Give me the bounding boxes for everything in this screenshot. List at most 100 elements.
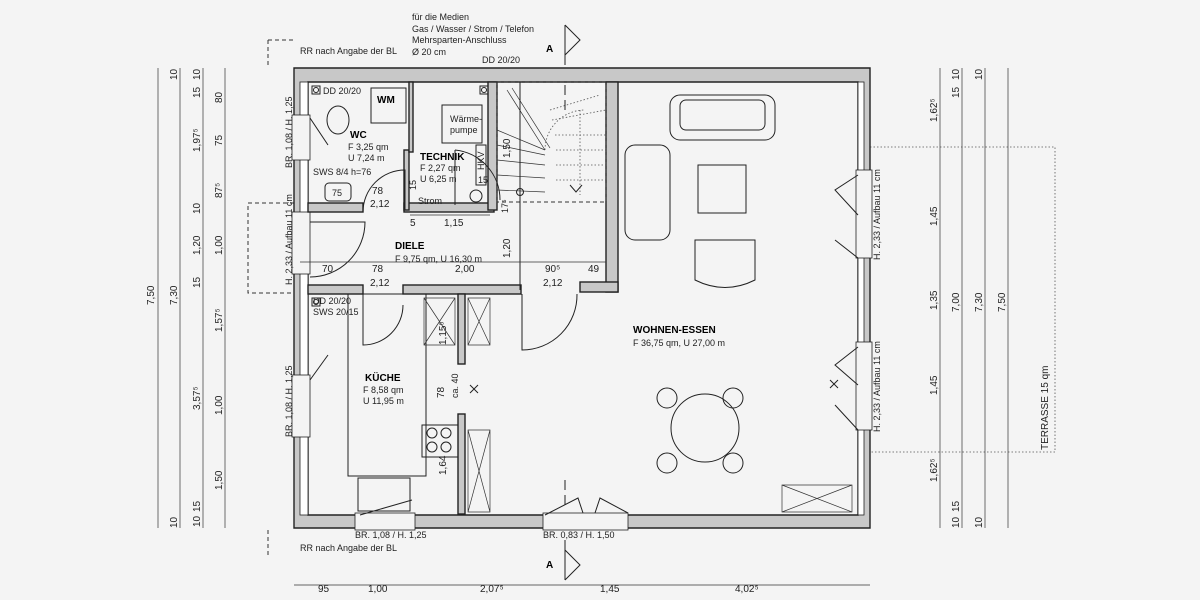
terrace-outline (870, 146, 1056, 453)
label-hp2: pumpe (450, 125, 478, 135)
label-section-bottom: A (546, 560, 553, 571)
label-win-bottom-mid: BR. 0,83 / H. 1,50 (543, 530, 615, 540)
label-hkv: HKV (476, 151, 486, 170)
label-rr-top: RR nach Angabe der BL (300, 46, 397, 56)
dimension-c4-80: 80 (214, 91, 225, 103)
label-hp1: Wärme- (450, 114, 482, 124)
label-kitchen-perim: U 11,95 m (363, 396, 404, 406)
dimension-lines (157, 68, 1009, 586)
dimension-c4-150: 1,50 (214, 470, 225, 490)
dimension-h-905: 90⁵ (545, 264, 560, 275)
interior-walls (307, 81, 619, 515)
dimension-c3-10c: 10 (192, 515, 203, 527)
dimension-l750: 7,50 (146, 285, 157, 305)
dimension-r-750: 7,50 (997, 292, 1008, 312)
entrance-canopy-outline (247, 39, 294, 555)
dimension-r-10c: 10 (951, 516, 962, 528)
dimension-b5: 4,02⁵ (735, 584, 759, 595)
label-kitchen-name: KÜCHE (365, 371, 401, 384)
coffee-table (697, 164, 747, 214)
dimension-b1: 95 (318, 584, 330, 595)
dimension-c4-100a: 1,00 (214, 235, 225, 255)
dimension-c4-75: 75 (214, 134, 225, 146)
label-wc-area: F 3,25 qm (348, 142, 389, 152)
section-marker-a (564, 24, 581, 581)
dimension-c3-15a: 15 (192, 86, 203, 98)
washing-machine (370, 87, 407, 124)
label-sws-wc: SWS 8/4 h=76 (313, 167, 371, 177)
dimension-c3-10b: 10 (192, 202, 203, 214)
wash-basin (324, 182, 352, 202)
staircase (496, 81, 607, 290)
label-media-3: Mehrsparten-Anschluss (412, 35, 507, 45)
label-basin: 75 (332, 188, 342, 198)
label-door-right-bottom: H. 2,33 / Aufbau 11 cm (872, 341, 882, 432)
label-living-name: WOHNEN-ESSEN (633, 325, 716, 336)
dimension-h-78: 78 (372, 264, 384, 275)
dimension-r-15a: 15 (951, 86, 962, 98)
label-living-info: F 36,75 qm, U 27,00 m (633, 338, 725, 348)
dimension-h-212b: 2,12 (543, 278, 563, 289)
dimension-b4: 1,45 (600, 584, 620, 595)
dimension-tech-115: 1,15 (444, 218, 464, 229)
dimension-tech-5: 5 (410, 218, 416, 229)
label-tech-perim: U 6,25 m (420, 174, 457, 184)
dimension-r-10a: 10 (951, 68, 962, 80)
dimension-r-10d: 10 (974, 516, 985, 528)
label-hkv-15: 15 (478, 175, 488, 185)
dimension-c3-120: 1,20 (192, 235, 203, 255)
dimension-tech-15: 15 (408, 180, 418, 190)
label-dd-kitchen: DD 20/20 (313, 296, 351, 306)
sofa (669, 94, 776, 141)
dimension-r-730: 7,30 (974, 292, 985, 312)
label-dd-wc: DD 20/20 (323, 86, 361, 96)
dimension-r-145b: 1,45 (929, 375, 940, 395)
label-diele-name: DIELE (395, 241, 425, 252)
fixtures (311, 85, 853, 513)
kitchen-sink (357, 477, 411, 512)
dimension-h-200: 2,00 (455, 264, 475, 275)
label-tech-area: F 2,27 qm (420, 163, 461, 173)
dimension-h-70: 70 (322, 264, 334, 275)
label-door-entrance: H. 2,33 / Aufbau 11 cm (284, 194, 294, 285)
dimension-r-145a: 1,45 (929, 206, 940, 226)
dimension-l10a: 10 (169, 68, 180, 80)
dimension-b2: 1,00 (368, 584, 388, 595)
label-wc-perim: U 7,24 m (348, 153, 385, 163)
dining-table (670, 393, 740, 463)
label-win-left-top: BR. 1,08 / H. 1,25 (284, 96, 294, 168)
dimension-k-78: 78 (436, 386, 447, 398)
dimension-r-162a: 1,62⁵ (929, 98, 940, 122)
chair (694, 239, 756, 288)
dimension-h-212a: 2,12 (370, 278, 390, 289)
armchair (624, 144, 671, 241)
dimension-k-1155: 1,15⁵ (438, 321, 449, 345)
label-dd-top: DD 20/20 (482, 55, 520, 65)
dimension-l730: 7,30 (169, 285, 180, 305)
label-wc-name: WC (350, 130, 367, 141)
label-media-4: Ø 20 cm (412, 47, 446, 57)
dimension-r-700: 7,00 (951, 292, 962, 312)
dimension-k-164: 1,64 (438, 455, 449, 475)
toilet (326, 105, 350, 135)
openings (291, 114, 873, 531)
dimension-st-150: 1,50 (502, 138, 513, 158)
label-door-right-top: H. 2,33 / Aufbau 11 cm (872, 169, 882, 260)
dimension-r-15b: 15 (951, 500, 962, 512)
dimension-c3-15c: 15 (192, 500, 203, 512)
dimension-c3-357: 3,57⁵ (192, 386, 203, 410)
dimension-c3-10a: 10 (192, 68, 203, 80)
label-kitchen-area: F 8,58 qm (363, 385, 404, 395)
label-sws-kitchen: SWS 20/15 (313, 307, 359, 317)
living-furniture (624, 94, 776, 474)
dimension-wc-78: 78 (372, 186, 384, 197)
label-diele-info: F 9,75 qm, U 16,30 m (395, 254, 482, 264)
dimension-c4-100b: 1,00 (214, 395, 225, 415)
dimension-h-49: 49 (588, 264, 600, 275)
dimension-d-120: 1,20 (502, 238, 513, 258)
dimension-k-ca40: ca. 40 (450, 373, 460, 398)
dimension-r-162b: 1,62⁵ (929, 458, 940, 482)
dimension-b3: 2,07⁵ (480, 584, 504, 595)
